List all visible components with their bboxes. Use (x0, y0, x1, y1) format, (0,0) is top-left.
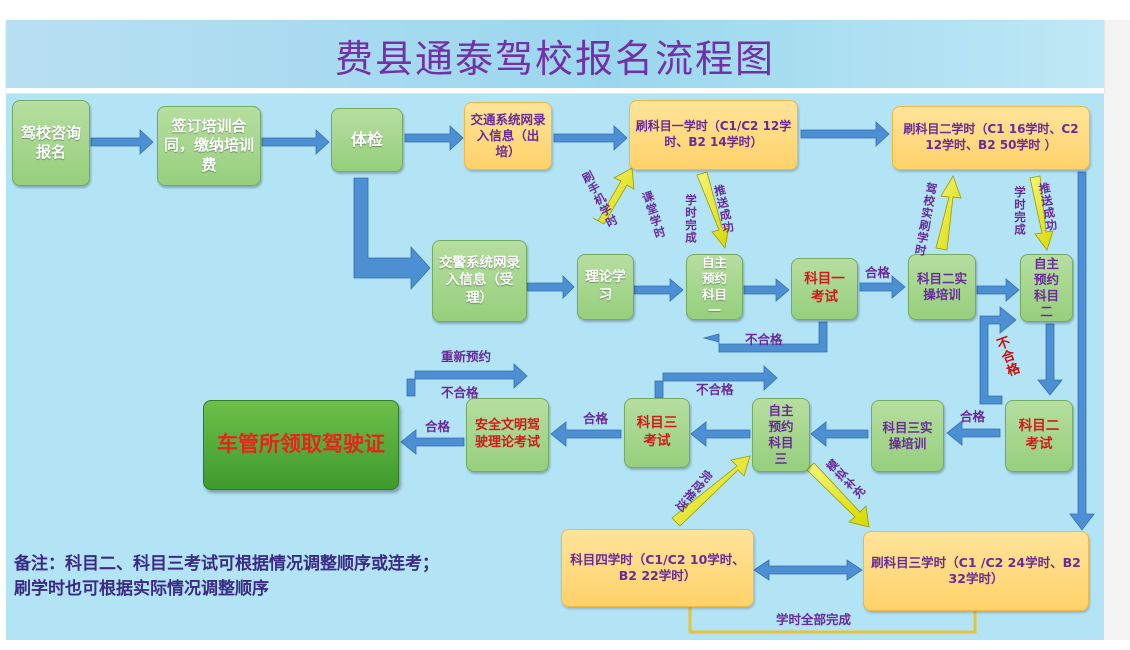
arrow-police-to-theory (526, 275, 575, 299)
box-consult: 驾校咨询报名 (12, 100, 90, 186)
box-license: 车管所领取驾驶证 (203, 400, 399, 490)
label-all-hours-done: 学时全部完成 (776, 612, 852, 627)
arrow-contract-to-physical (261, 129, 330, 155)
arrow-hours1-to-hours2 (800, 121, 890, 147)
box-exam3: 科目三考试 (624, 398, 690, 468)
arrow-exam2-fail-loop (979, 306, 1017, 405)
box-license-label: 车管所领取驾驶证 (217, 432, 385, 457)
label-pass-exam1: 合格 (865, 265, 891, 280)
arrow-book2-to-exam2 (1037, 323, 1063, 396)
arrow-book3-to-exam3 (690, 421, 751, 447)
label-fail-exam3: 不合格 (696, 382, 734, 397)
box-book1: 自主预约科目一 (686, 254, 743, 320)
yellow-arrow-to-hours2 (935, 175, 962, 251)
box-contract-label: 签订培训合同，缴纳培训费 (163, 116, 254, 174)
box-theory-label: 理论学习 (585, 269, 626, 303)
arrow-exam1-to-practice2 (859, 275, 906, 299)
yellow-arrow-hours2-to-book2 (1029, 175, 1054, 251)
box-book3: 自主预约科目三 (752, 398, 810, 472)
bracket-all-hours (688, 600, 977, 634)
window-edge (1104, 20, 1130, 640)
arrow-consult-to-contract (90, 129, 154, 155)
box-traffic-entry-label: 交通系统网录入信息（出培） (470, 111, 546, 160)
box-physical: 体检 (331, 108, 403, 172)
remark-note: 备注：科目二、科目三考试可根据情况调整顺序或连考；刷学时也可根据实际情况调整顺序 (14, 554, 439, 599)
arrow-exam1-fail-loop (702, 321, 828, 353)
arrow-physical-to-traffic (404, 125, 464, 151)
box-book2: 自主预约科目二 (1020, 254, 1073, 322)
label-fail-safety: 不合格 (441, 385, 479, 400)
box-safety-exam: 安全文明驾驶理论考试 (466, 398, 549, 472)
box-book1-label: 自主预约科目一 (701, 254, 727, 319)
title-bar: 费县通泰驾校报名流程图 (6, 20, 1104, 93)
label-hours-done-1: 学时完成 (684, 194, 698, 244)
box-exam2: 科目二考试 (1005, 400, 1073, 472)
yellow-arrow-hours1-to-book1 (696, 171, 730, 249)
box-contract: 签订培训合同，缴纳培训费 (157, 106, 261, 186)
box-hours2-label: 刷科目二学时（C1 16学时、C2 12学时、B2 50学时 ） (903, 122, 1079, 152)
arrow-exam3-fail-loop (654, 365, 778, 399)
box-hours2: 刷科目二学时（C1 16学时、C2 12学时、B2 50学时 ） (892, 106, 1090, 170)
arrow-practice3-to-book3 (810, 421, 869, 447)
label-pass-safety: 合格 (425, 419, 451, 434)
box-theory: 理论学习 (577, 254, 634, 320)
box-hours4-label: 科目四学时（C1/C2 10学时、B2 22学时） (570, 551, 745, 583)
arrow-traffic-to-hours1 (553, 125, 628, 151)
label-fail-exam1: 不合格 (745, 332, 783, 347)
box-exam1-label: 科目一考试 (804, 271, 845, 305)
box-book2-label: 自主预约科目二 (1033, 255, 1059, 320)
box-traffic-entry: 交通系统网录入信息（出培） (464, 102, 552, 170)
arrow-hours2-to-hours3 (1069, 171, 1095, 531)
box-exam1: 科目一考试 (791, 258, 858, 320)
box-exam2-label: 科目二考试 (1018, 418, 1060, 452)
box-practice2: 科目二实操培训 (908, 254, 976, 320)
label-hours-done-2: 学时完成 (1013, 186, 1027, 236)
label-rebook: 重新预约 (441, 349, 492, 364)
yellow-arrow-to-book3 (671, 455, 751, 527)
box-consult-label: 驾校咨询报名 (20, 123, 81, 162)
label-pass-exam3: 合格 (583, 411, 609, 426)
arrow-hours4-hours3 (753, 559, 863, 581)
arrow-book1-to-exam1 (743, 278, 790, 302)
label-pass-exam2: 合格 (960, 409, 986, 424)
box-practice2-label: 科目二实操培训 (916, 270, 967, 302)
box-police-entry: 交警系统网录入信息（受理） (432, 240, 527, 322)
arrow-physical-to-police (353, 177, 431, 291)
box-hours1: 刷科目一学时（C1/C2 12学时、B2 14学时） (629, 100, 798, 170)
box-practice3-label: 科目三实操培训 (882, 419, 933, 451)
arrow-exam3-to-safety (550, 421, 622, 447)
box-hours3: 刷科目三学时（C1 /C2 24学时、B2 32学时） (863, 531, 1089, 611)
box-exam3-label: 科目三考试 (636, 415, 678, 449)
box-hours3-label: 刷科目三学时（C1 /C2 24学时、B2 32学时） (871, 554, 1081, 586)
box-practice3: 科目三实操培训 (871, 400, 944, 472)
arrow-practice2-to-book2 (976, 278, 1020, 302)
arrow-exam2-to-practice3 (946, 420, 1001, 446)
box-book3-label: 自主预约科目三 (768, 402, 794, 467)
box-safety-exam-label: 安全文明驾驶理论考试 (474, 418, 540, 450)
arrow-safety-to-license (400, 429, 465, 455)
box-hours1-label: 刷科目一学时（C1/C2 12学时、B2 14学时） (635, 119, 792, 149)
arrow-safety-fail-loop (406, 363, 528, 397)
box-hours4: 科目四学时（C1/C2 10学时、B2 22学时） (561, 529, 754, 607)
arrow-theory-to-book1 (633, 278, 684, 302)
box-physical-label: 体检 (350, 129, 383, 149)
box-police-entry-label: 交警系统网录入信息（受理） (439, 254, 520, 306)
yellow-arrow-book3-to-hours3 (806, 462, 870, 528)
page-title: 费县通泰驾校报名流程图 (334, 37, 775, 81)
